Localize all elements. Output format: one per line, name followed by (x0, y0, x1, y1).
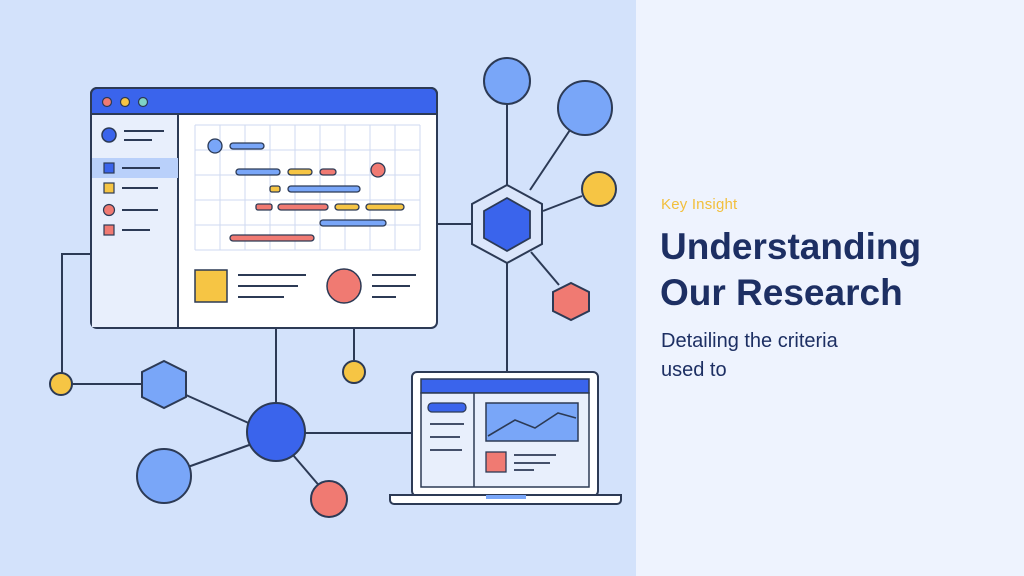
title-line-2: Our Research (660, 272, 903, 313)
node-small-yellow-left (49, 372, 73, 396)
slide-subtitle: Detailing the criteria used to (661, 327, 891, 385)
text-panel: Key Insight Understanding Our Research D… (636, 0, 1024, 576)
laptop-icon (389, 371, 622, 505)
network-illustration (49, 57, 622, 518)
title-line-1: Understanding (660, 226, 922, 267)
gantt-chart-icon (194, 124, 421, 304)
window-teal-dot (137, 96, 149, 108)
illustration-panel (0, 0, 636, 576)
window-red-dot (101, 96, 113, 108)
line-chart-icon (485, 402, 579, 442)
slide-title: Understanding Our Research (660, 224, 1000, 316)
node-small-yellow-center (342, 360, 366, 384)
connector-lines (61, 104, 583, 490)
subtitle-line-1: Detailing the criteria (661, 330, 838, 352)
node-red-circle (310, 480, 348, 518)
node-upper-right-circle (557, 80, 613, 136)
node-yellow-circle (581, 171, 617, 207)
browser-window-icon (90, 87, 438, 329)
node-red-hexagon (552, 281, 590, 322)
node-top-circle (483, 57, 531, 105)
node-lower-left-circle (136, 448, 192, 504)
eyebrow-label: Key Insight (661, 196, 738, 213)
node-central-circle (246, 402, 306, 462)
window-yellow-dot (119, 96, 131, 108)
network-hub-hexagon-icon (471, 183, 543, 265)
subtitle-line-2: used to (661, 359, 727, 381)
node-blue-hexagon (141, 359, 187, 410)
